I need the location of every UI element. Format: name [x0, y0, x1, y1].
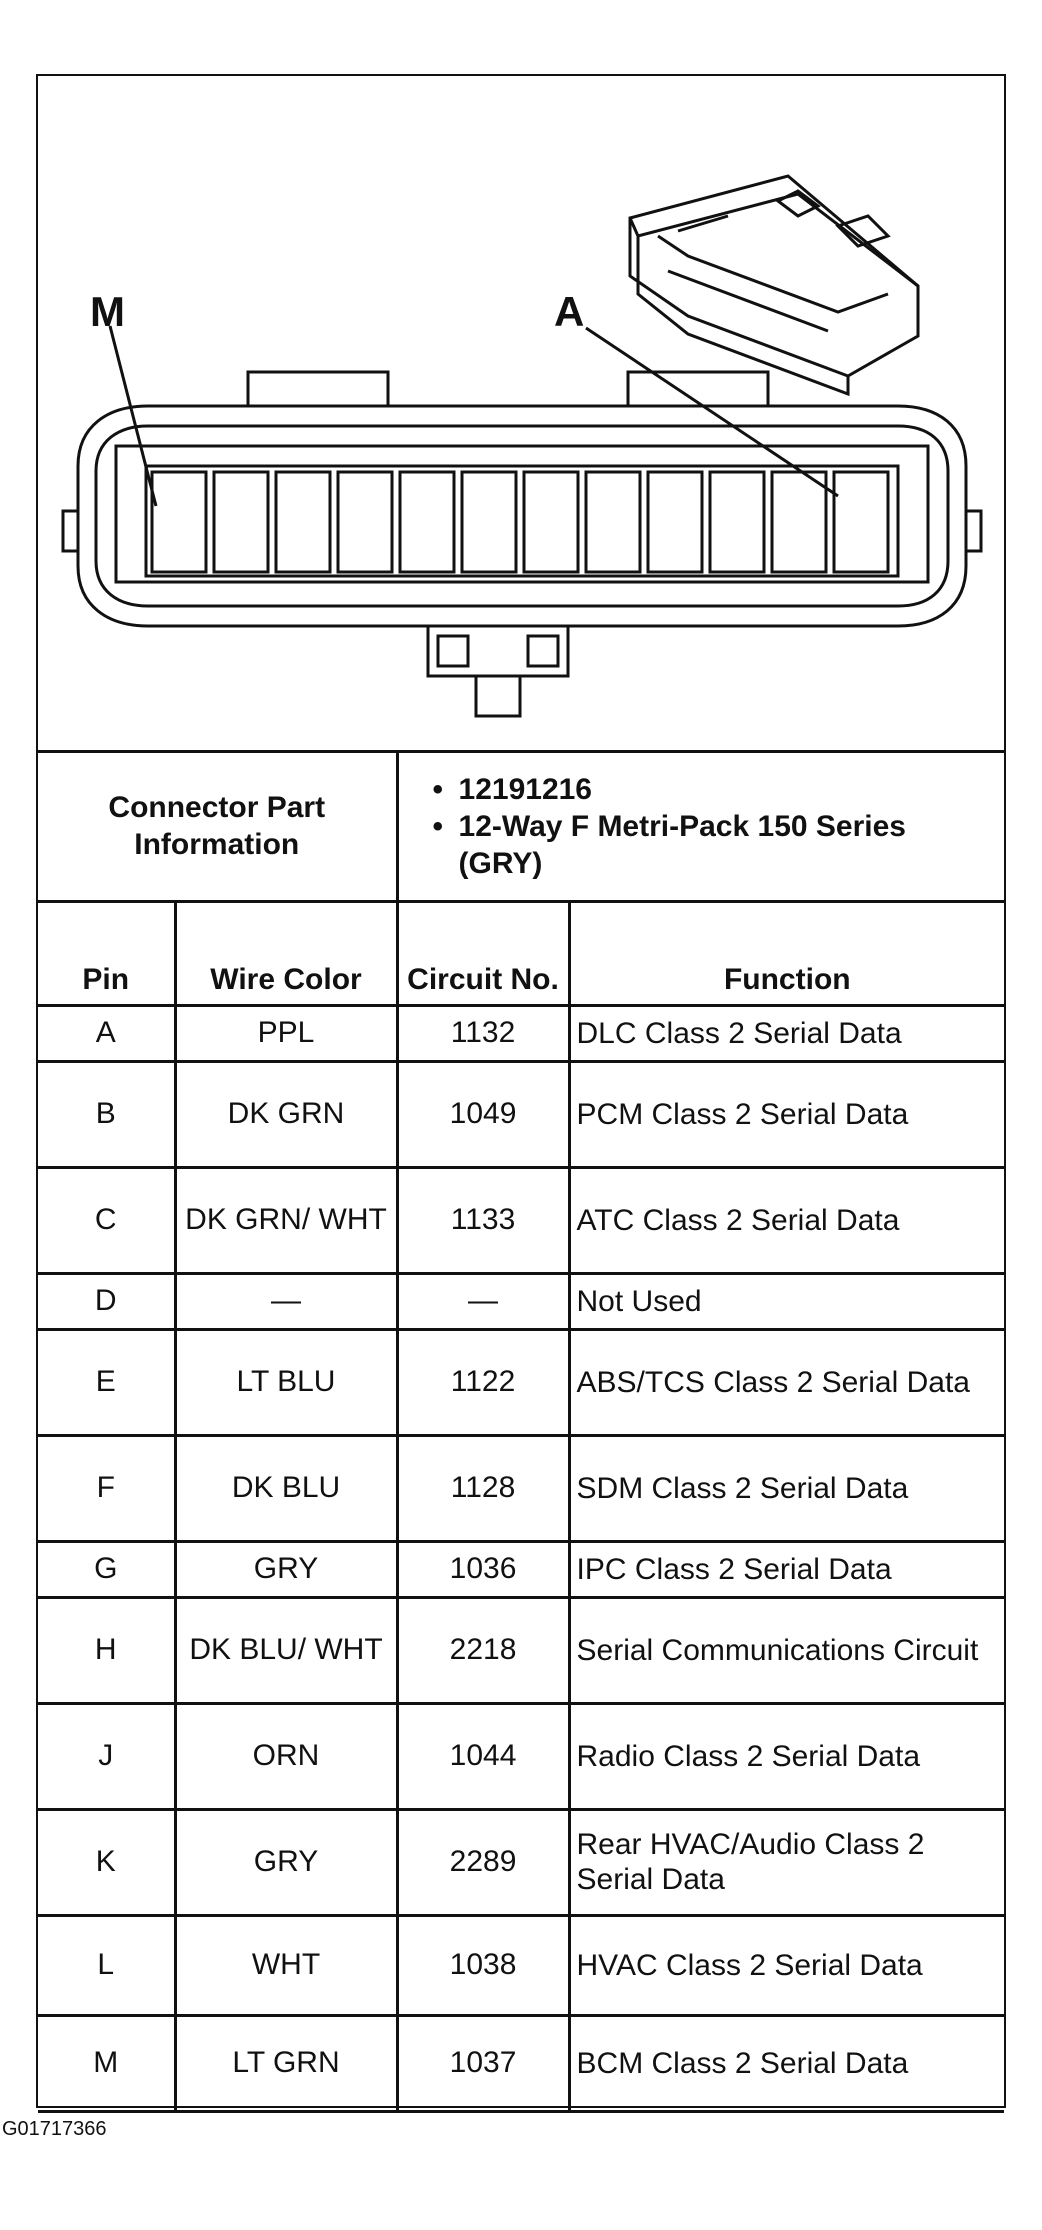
- table-row: M LT GRN 1037 BCM Class 2 Serial Data: [38, 2013, 1005, 2113]
- cell-color: DK GRN: [173, 1059, 399, 1169]
- cell-function: SDM Class 2 Serial Data: [567, 1433, 1005, 1543]
- part-number: 12191216: [433, 771, 999, 808]
- cell-pin: F: [38, 1433, 177, 1543]
- table-row: H DK BLU/ WHT 2218 Serial Communications…: [38, 1595, 1005, 1705]
- cell-circuit: 1132: [395, 1003, 571, 1063]
- cell-circuit: 1133: [395, 1165, 571, 1275]
- table-row: B DK GRN 1049 PCM Class 2 Serial Data: [38, 1059, 1005, 1169]
- header-wire-color: Wire Color: [173, 899, 399, 1007]
- cell-function: ABS/TCS Class 2 Serial Data: [567, 1327, 1005, 1437]
- table-row: L WHT 1038 HVAC Class 2 Serial Data: [38, 1913, 1005, 2017]
- connector-info-items: 12191216 12-Way F Metri-Pack 150 Series …: [395, 753, 1005, 903]
- pin-label-m: M: [90, 288, 125, 335]
- cell-pin: J: [38, 1701, 177, 1811]
- pin-cavities: [150, 470, 890, 574]
- cell-color: LT BLU: [173, 1327, 399, 1437]
- cell-pin: G: [38, 1539, 177, 1599]
- cell-circuit: 1036: [395, 1539, 571, 1599]
- table-row: C DK GRN/ WHT 1133 ATC Class 2 Serial Da…: [38, 1165, 1005, 1275]
- cell-color: ORN: [173, 1701, 399, 1811]
- cell-function: PCM Class 2 Serial Data: [567, 1059, 1005, 1169]
- table-row: E LT BLU 1122 ABS/TCS Class 2 Serial Dat…: [38, 1327, 1005, 1437]
- cell-color: DK GRN/ WHT: [173, 1165, 399, 1275]
- cell-circuit: 1037: [395, 2013, 571, 2113]
- cell-function: IPC Class 2 Serial Data: [567, 1539, 1005, 1599]
- cell-function: ATC Class 2 Serial Data: [567, 1165, 1005, 1275]
- leader-line-a: [585, 326, 839, 498]
- connector-description: 12-Way F Metri-Pack 150 Series (GRY): [433, 808, 999, 882]
- cell-color: DK BLU/ WHT: [173, 1595, 399, 1705]
- header-pin: Pin: [38, 899, 177, 1007]
- table-row: K GRY 2289 Rear HVAC/Audio Class 2 Seria…: [38, 1807, 1005, 1917]
- cell-function: Radio Class 2 Serial Data: [567, 1701, 1005, 1811]
- cell-function: BCM Class 2 Serial Data: [567, 2013, 1005, 2113]
- cell-function: Not Used: [567, 1271, 1005, 1331]
- cell-color: GRY: [173, 1807, 399, 1917]
- cell-function: HVAC Class 2 Serial Data: [567, 1913, 1005, 2017]
- cell-color: PPL: [173, 1003, 399, 1063]
- connector-drawing: [61, 174, 983, 718]
- cell-pin: B: [38, 1059, 177, 1169]
- cell-color: LT GRN: [173, 2013, 399, 2113]
- cell-circuit: 2218: [395, 1595, 571, 1705]
- figure-id: G01717366: [2, 2118, 107, 2140]
- table-row: A PPL 1132 DLC Class 2 Serial Data: [38, 1003, 1005, 1063]
- connector-info-label: Connector Part Information: [38, 753, 399, 903]
- header-row: Pin Wire Color Circuit No. Function: [38, 899, 1005, 1007]
- connector-diagram: M A: [38, 76, 1004, 753]
- cell-function: Serial Communications Circuit: [567, 1595, 1005, 1705]
- cell-pin: K: [38, 1807, 177, 1917]
- cell-color: —: [173, 1271, 399, 1331]
- cell-pin: D: [38, 1271, 177, 1331]
- pin-label-a: A: [554, 288, 585, 335]
- connector-frame: M A Connector Part Information 12191216 …: [36, 74, 1006, 2113]
- cell-pin: C: [38, 1165, 177, 1275]
- cell-pin: M: [38, 2013, 177, 2113]
- cell-pin: H: [38, 1595, 177, 1705]
- cell-circuit: 1122: [395, 1327, 571, 1437]
- cell-circuit: 1044: [395, 1701, 571, 1811]
- table-row: J ORN 1044 Radio Class 2 Serial Data: [38, 1701, 1005, 1811]
- table-row: G GRY 1036 IPC Class 2 Serial Data: [38, 1539, 1005, 1599]
- header-function: Function: [567, 899, 1005, 1007]
- pinout-table: Connector Part Information 12191216 12-W…: [38, 753, 1005, 2113]
- cell-pin: E: [38, 1327, 177, 1437]
- cell-pin: L: [38, 1913, 177, 2017]
- connector-info-row: Connector Part Information 12191216 12-W…: [38, 753, 1005, 903]
- cell-circuit: 1049: [395, 1059, 571, 1169]
- table-row: F DK BLU 1128 SDM Class 2 Serial Data: [38, 1433, 1005, 1543]
- table-row: D — — Not Used: [38, 1271, 1005, 1331]
- leader-line-m: [108, 325, 158, 507]
- cell-circuit: 2289: [395, 1807, 571, 1917]
- cell-circuit: 1038: [395, 1913, 571, 2017]
- cell-color: WHT: [173, 1913, 399, 2017]
- cell-circuit: —: [395, 1271, 571, 1331]
- cell-circuit: 1128: [395, 1433, 571, 1543]
- cell-function: Rear HVAC/Audio Class 2 Serial Data: [567, 1807, 1005, 1917]
- cell-pin: A: [38, 1003, 177, 1063]
- cell-color: GRY: [173, 1539, 399, 1599]
- cell-color: DK BLU: [173, 1433, 399, 1543]
- header-circuit-no: Circuit No.: [395, 899, 571, 1007]
- cell-function: DLC Class 2 Serial Data: [567, 1003, 1005, 1063]
